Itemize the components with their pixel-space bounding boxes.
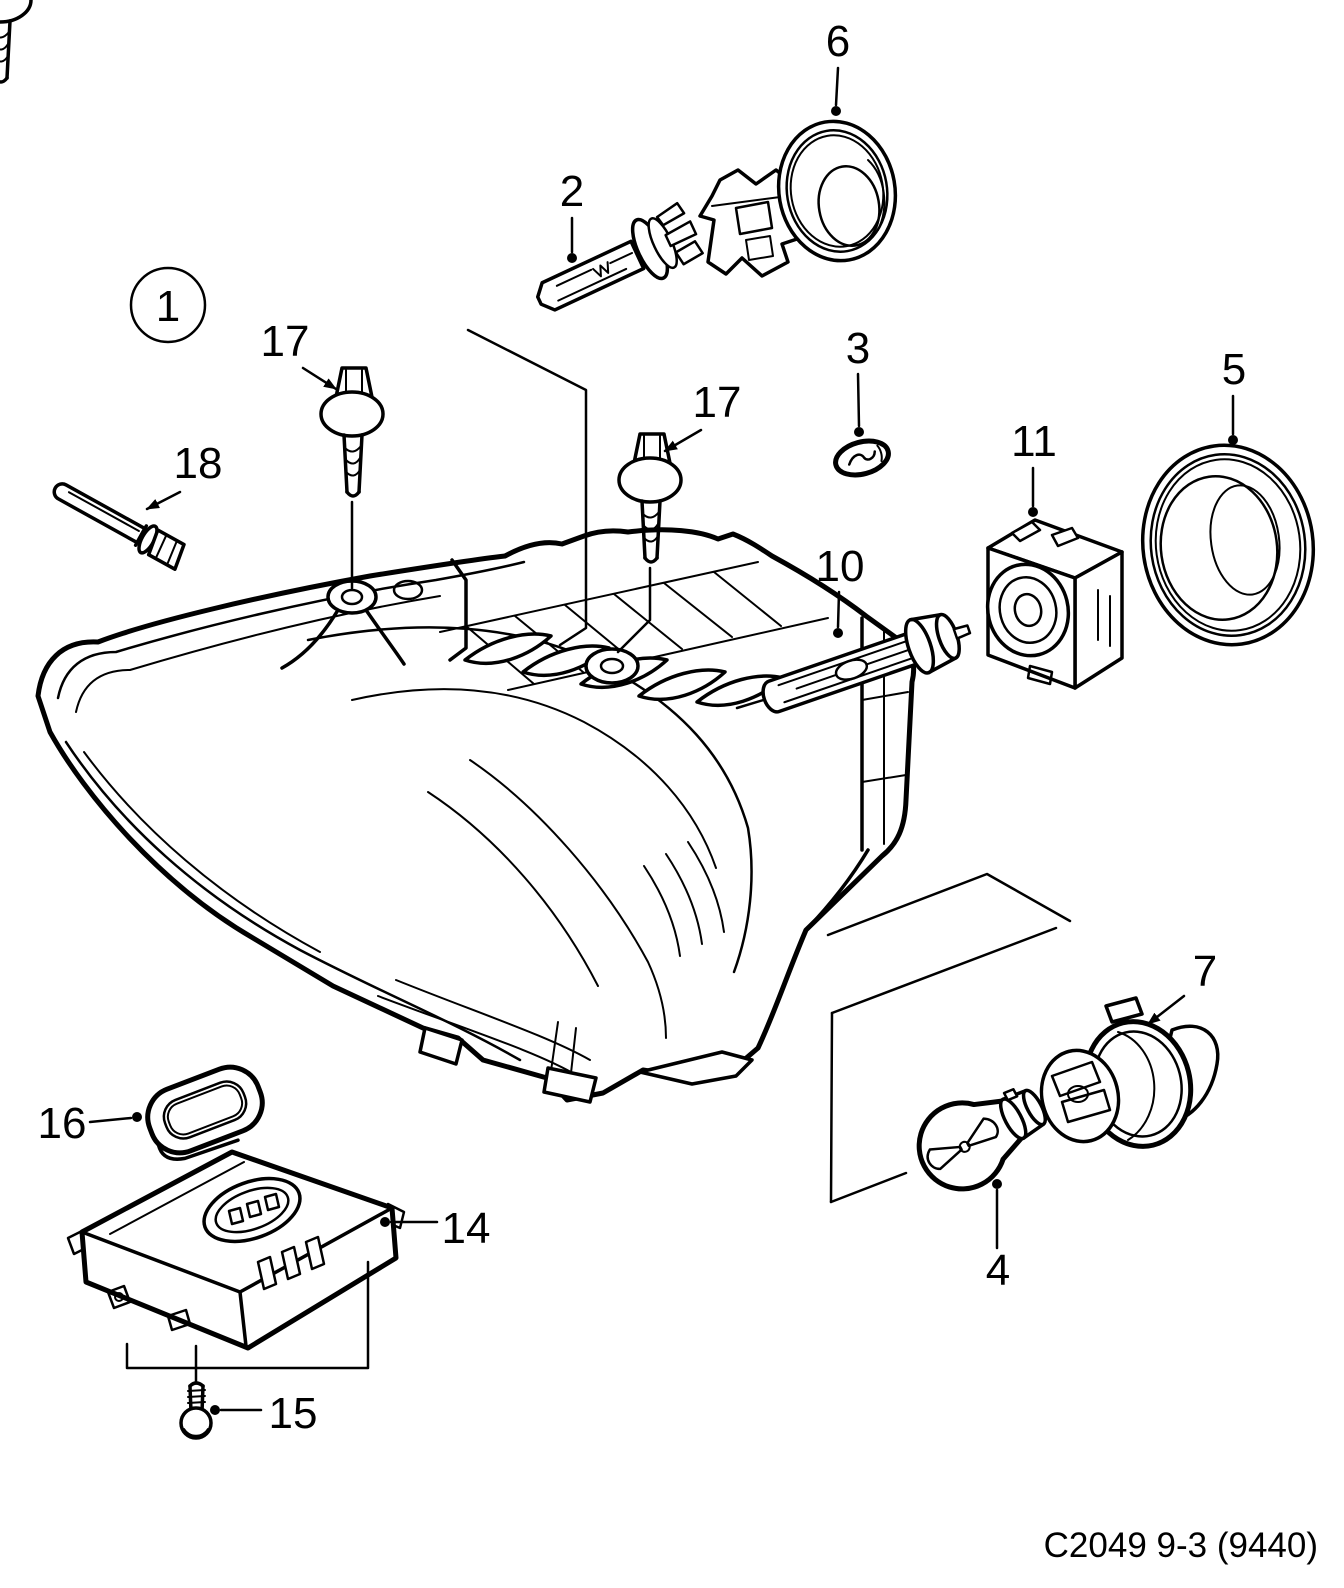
igniter-unit-drawing (985, 518, 1124, 690)
callout-16-label: 16 (38, 1099, 87, 1148)
leader-screw17b-to-boss (616, 566, 652, 654)
callout-5-label: 5 (1222, 345, 1246, 394)
callout-14-label: 14 (442, 1204, 491, 1253)
callout-17-left-label: 17 (261, 317, 310, 366)
callout-4: 4 (986, 1179, 1010, 1295)
callout-14: 14 (380, 1204, 490, 1253)
callout-1-label: 1 (156, 282, 180, 331)
leader-bulb2-to-headlamp (466, 328, 588, 647)
callout-7-label: 7 (1193, 947, 1217, 996)
callout-11: 11 (1011, 417, 1057, 517)
headlamp-assembly-drawing (35, 527, 917, 1104)
group-bracket-14-15 (125, 1260, 370, 1370)
callout-17-right: 17 (663, 378, 742, 453)
callout-5: 5 (1222, 345, 1246, 445)
screw-boss-right (584, 647, 640, 685)
callout-6: 6 (826, 17, 850, 116)
callout-7: 7 (1146, 947, 1217, 1026)
callout-10-label: 10 (816, 542, 865, 591)
long-bolt-drawing (52, 482, 186, 571)
callout-4-label: 4 (986, 1246, 1010, 1295)
callout-10: 10 (816, 542, 865, 638)
callout-17-right-label: 17 (693, 378, 742, 427)
callout-6-label: 6 (826, 17, 850, 66)
callout-1: 1 (129, 266, 207, 344)
top-bracket (448, 558, 468, 662)
cover-cap-small-drawing (776, 119, 898, 263)
bulb-socket-drawing (1039, 996, 1220, 1149)
callout-3-label: 3 (846, 324, 870, 373)
callout-15-label: 15 (269, 1389, 318, 1438)
screw-boss-left (280, 579, 406, 670)
cover-cap-large-drawing (1140, 443, 1316, 647)
callout-2-label: 2 (560, 167, 584, 216)
small-screw-drawing (179, 1381, 213, 1440)
body-panel-outline (826, 872, 1072, 1204)
xenon-bulb-drawing (761, 612, 972, 714)
wedge-bulb-drawing (833, 438, 891, 478)
halogen-bulb-drawing (535, 201, 704, 312)
gasket-drawing (145, 1064, 265, 1161)
ballast-unit-drawing (66, 1149, 406, 1351)
callout-2: 2 (560, 167, 584, 263)
callout-17-left: 17 (261, 317, 338, 391)
callout-16: 16 (38, 1099, 142, 1148)
signal-bulb-drawing (916, 1087, 1048, 1192)
callout-11-label: 11 (1011, 417, 1057, 466)
callout-18: 18 (145, 439, 223, 511)
figure-code: C2049 9-3 (9440) (1044, 1526, 1318, 1565)
callout-18-label: 18 (174, 439, 223, 488)
callout-15: 15 (210, 1389, 317, 1438)
top-tab-ring (392, 579, 424, 601)
callout-3: 3 (846, 324, 870, 437)
